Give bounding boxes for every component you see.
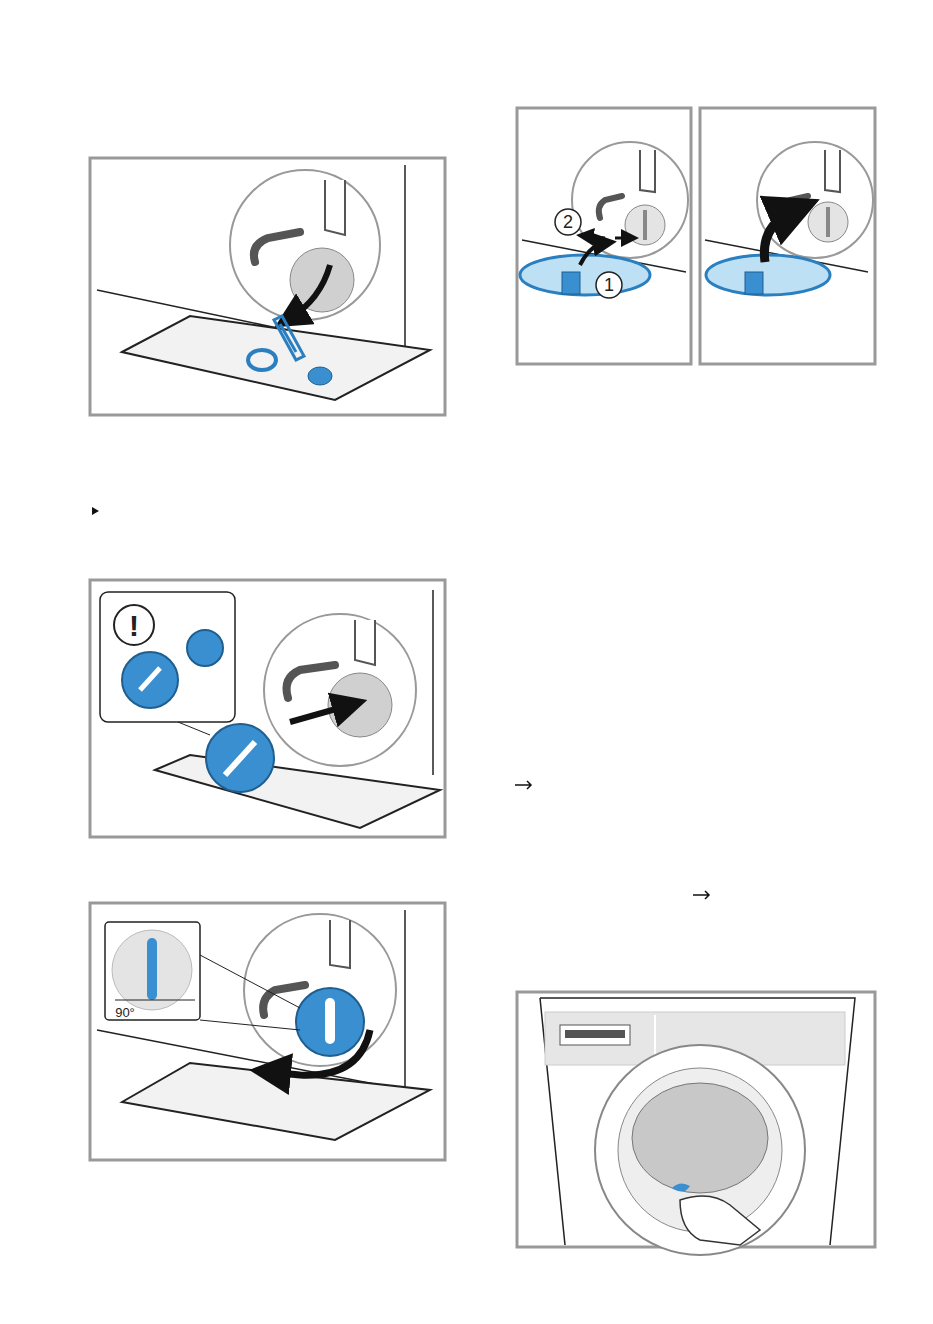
panel-insert-filter: [90, 580, 445, 837]
panel-flap-closed: [700, 108, 875, 364]
callout-label: 2: [563, 213, 573, 231]
callout-label: 1: [604, 276, 614, 294]
bullet-symbol: [92, 507, 99, 515]
callout-label: !: [129, 611, 139, 641]
panel-turn-filter: [90, 903, 445, 1160]
reference-arrow: [515, 781, 709, 899]
callout-label: 90°: [115, 1006, 135, 1019]
panel-machine-front: [517, 992, 875, 1255]
panel-close-flap: [517, 108, 691, 364]
panel-remove-objects: [90, 158, 445, 415]
